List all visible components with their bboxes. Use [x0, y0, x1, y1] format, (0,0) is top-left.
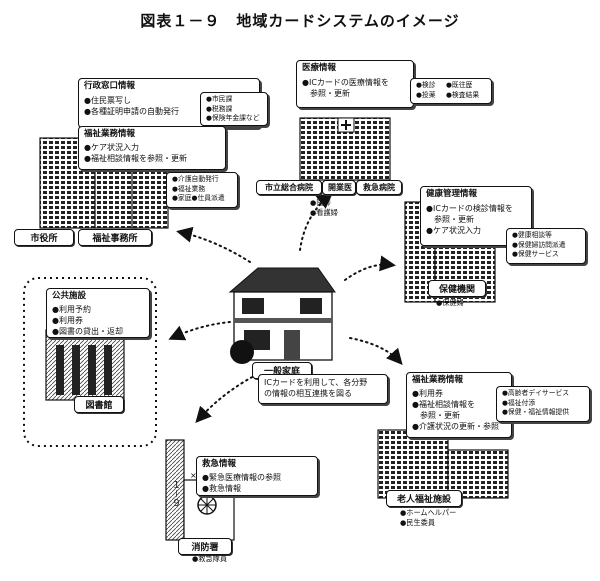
- city-hall-label: 市役所: [14, 229, 74, 246]
- health-center-info-box: 健康管理情報 ●ICカードの検診情報を 参照・更新 ●ケア状況入力: [420, 186, 532, 246]
- hospital-side-item: ●検診: [416, 81, 436, 89]
- hospital-emergency-label: 救急病院: [356, 180, 402, 195]
- household-description-line: の情報の相互連携を図る: [264, 389, 352, 398]
- fire-station-staff-item: ●救急隊員: [192, 554, 228, 563]
- welfare-office-item: ●ケア状況入力: [84, 143, 139, 152]
- elderly-facility-side-item: ●保健・福祉情報提供: [502, 408, 570, 417]
- library-building: [45, 329, 125, 401]
- welfare-office-header: 福祉業務情報: [84, 129, 136, 139]
- arrow-to-fire-station: [195, 371, 263, 423]
- health-center-side-box: ●健康相談等 ●保健婦訪問派遣 ●保健サービス: [506, 228, 586, 264]
- public-facility-info-box: 公共施設 ●利用予約 ●利用券 ●図書の貸出・返却: [46, 288, 150, 338]
- health-center-item: 参照・更新: [426, 215, 474, 224]
- health-center-side-item: ●保健サービス: [512, 250, 559, 259]
- welfare-office-side-box: ●介護自動発行 ●福祉業務 ●家庭●仕員派遣: [166, 172, 238, 208]
- library-label: 図書館: [74, 396, 124, 413]
- arrow-to-city-hall: [176, 226, 251, 263]
- hospital-item: 参照・更新: [302, 89, 350, 98]
- elderly-facility-side-item: ●福祉付添: [502, 398, 536, 407]
- elderly-facility-building: [377, 429, 509, 499]
- fire-station-staff-list: ●救急隊員: [192, 554, 227, 564]
- hospital-clinic-label: 開業医: [322, 180, 356, 195]
- fire-station-label: 消防署: [178, 538, 232, 555]
- welfare-office-side-item: ●介護自動発行: [172, 175, 219, 183]
- hospital-info-box: 医療情報 ●ICカードの医療情報を 参照・更新: [296, 60, 414, 108]
- fire-station-item: ●救急情報: [202, 484, 241, 493]
- hospital-staff-list: ●医師 ●看護婦: [310, 198, 338, 218]
- health-center-item: ●ケア状況入力: [426, 226, 481, 235]
- public-facility-item: ●図書の貸出・返却: [52, 327, 123, 336]
- health-center-side-item: ●健康相談等: [512, 231, 552, 239]
- elderly-facility-label: 老人福祉施設: [386, 490, 462, 507]
- hospital-building: [299, 117, 391, 181]
- elderly-facility-side-item: ●高齢者デイサービス: [502, 389, 570, 397]
- health-center-side-item: ●保健婦訪問派遣: [512, 240, 566, 249]
- public-facility-item: ●利用予約: [52, 305, 91, 314]
- house-building: [228, 267, 336, 364]
- elderly-facility-item: ●介護状況の更新・参照: [412, 422, 499, 431]
- city-hall-side-item: ●市民課: [206, 95, 233, 103]
- elderly-facility-header: 福祉業務情報: [412, 375, 464, 385]
- welfare-office-item: ●福祉相談情報を参照・更新: [84, 154, 187, 163]
- connector-arrows: [168, 192, 403, 423]
- fire-tower-text: １－９: [170, 480, 180, 507]
- elderly-facility-side-box: ●高齢者デイサービス ●福祉付添 ●保健・福祉情報提供: [496, 386, 590, 422]
- health-center-item: ●ICカードの検診情報を: [426, 204, 513, 213]
- welfare-office-side-item: ●福祉業務: [172, 184, 206, 193]
- hospital-item: ●ICカードの医療情報を: [302, 78, 389, 87]
- health-center-header: 健康管理情報: [426, 189, 478, 199]
- arrow-to-library: [168, 321, 231, 341]
- hospital-staff-item: ●医師: [310, 198, 331, 207]
- elderly-facility-item: 参照・更新: [412, 411, 460, 420]
- public-facility-item: ●利用券: [52, 316, 83, 325]
- hospital-header: 医療情報: [302, 63, 337, 73]
- elderly-facility-staff-item: ●民生委員: [400, 518, 436, 527]
- city-hall-header: 行政窓口情報: [84, 81, 136, 91]
- health-center-label: 保健機関: [428, 280, 486, 297]
- city-hall-side-box: ●市民課 ●税務課 ●保険年金課など: [200, 92, 268, 126]
- hospital-staff-item: ●看護婦: [310, 208, 338, 217]
- city-hall-item: ●各種証明申請の自動発行: [84, 107, 179, 116]
- fire-station-item: ●緊急医療情報の参照: [202, 473, 281, 482]
- elderly-facility-item: ●利用券: [412, 389, 443, 398]
- arrow-to-hospital: [299, 192, 334, 251]
- elderly-facility-item: ●福祉相談情報を: [412, 400, 475, 409]
- page-title: 図表１－９ 地域カードシステムのイメージ: [140, 12, 460, 30]
- hospital-general-label: 市立総合病院: [256, 180, 322, 195]
- city-hall-item: ●住民票写し: [84, 96, 131, 105]
- health-center-staff-item: ●保健婦: [436, 298, 464, 307]
- welfare-office-side-item: ●家庭●仕員派遣: [172, 194, 225, 203]
- city-hall-side-item: ●保険年金課など: [206, 114, 260, 123]
- fire-station-header: 救急情報: [202, 459, 237, 469]
- city-hall-side-item: ●税務課: [206, 104, 233, 113]
- hospital-side-box: ●検診 ●投薬 ●既往歴 ●検査結果: [410, 78, 492, 104]
- hospital-side-item: ●検査結果: [446, 90, 480, 99]
- household-description-box: ICカードを利用して、各分野 の情報の相互連携を図る: [258, 374, 388, 404]
- arrow-to-elderly-facility: [349, 337, 403, 365]
- elderly-facility-staff-item: ●ホームヘルパー: [400, 508, 457, 517]
- welfare-office-info-box: 福祉業務情報 ●ケア状況入力 ●福祉相談情報を参照・更新: [78, 126, 226, 170]
- health-center-staff-list: ●保健婦: [436, 298, 464, 308]
- welfare-office-label: 福祉事務所: [78, 229, 152, 246]
- hospital-side-item: ●既往歴: [446, 81, 473, 89]
- arrow-to-health-center: [344, 255, 396, 281]
- hospital-side-item: ●投薬: [416, 90, 436, 99]
- elderly-facility-staff-list: ●ホームヘルパー ●民生委員: [400, 508, 456, 528]
- household-description-line: ICカードを利用して、各分野: [264, 378, 368, 387]
- public-facility-header: 公共施設: [52, 291, 87, 301]
- fire-station-info-box: 救急情報 ●緊急医療情報の参照 ●救急情報: [196, 456, 318, 496]
